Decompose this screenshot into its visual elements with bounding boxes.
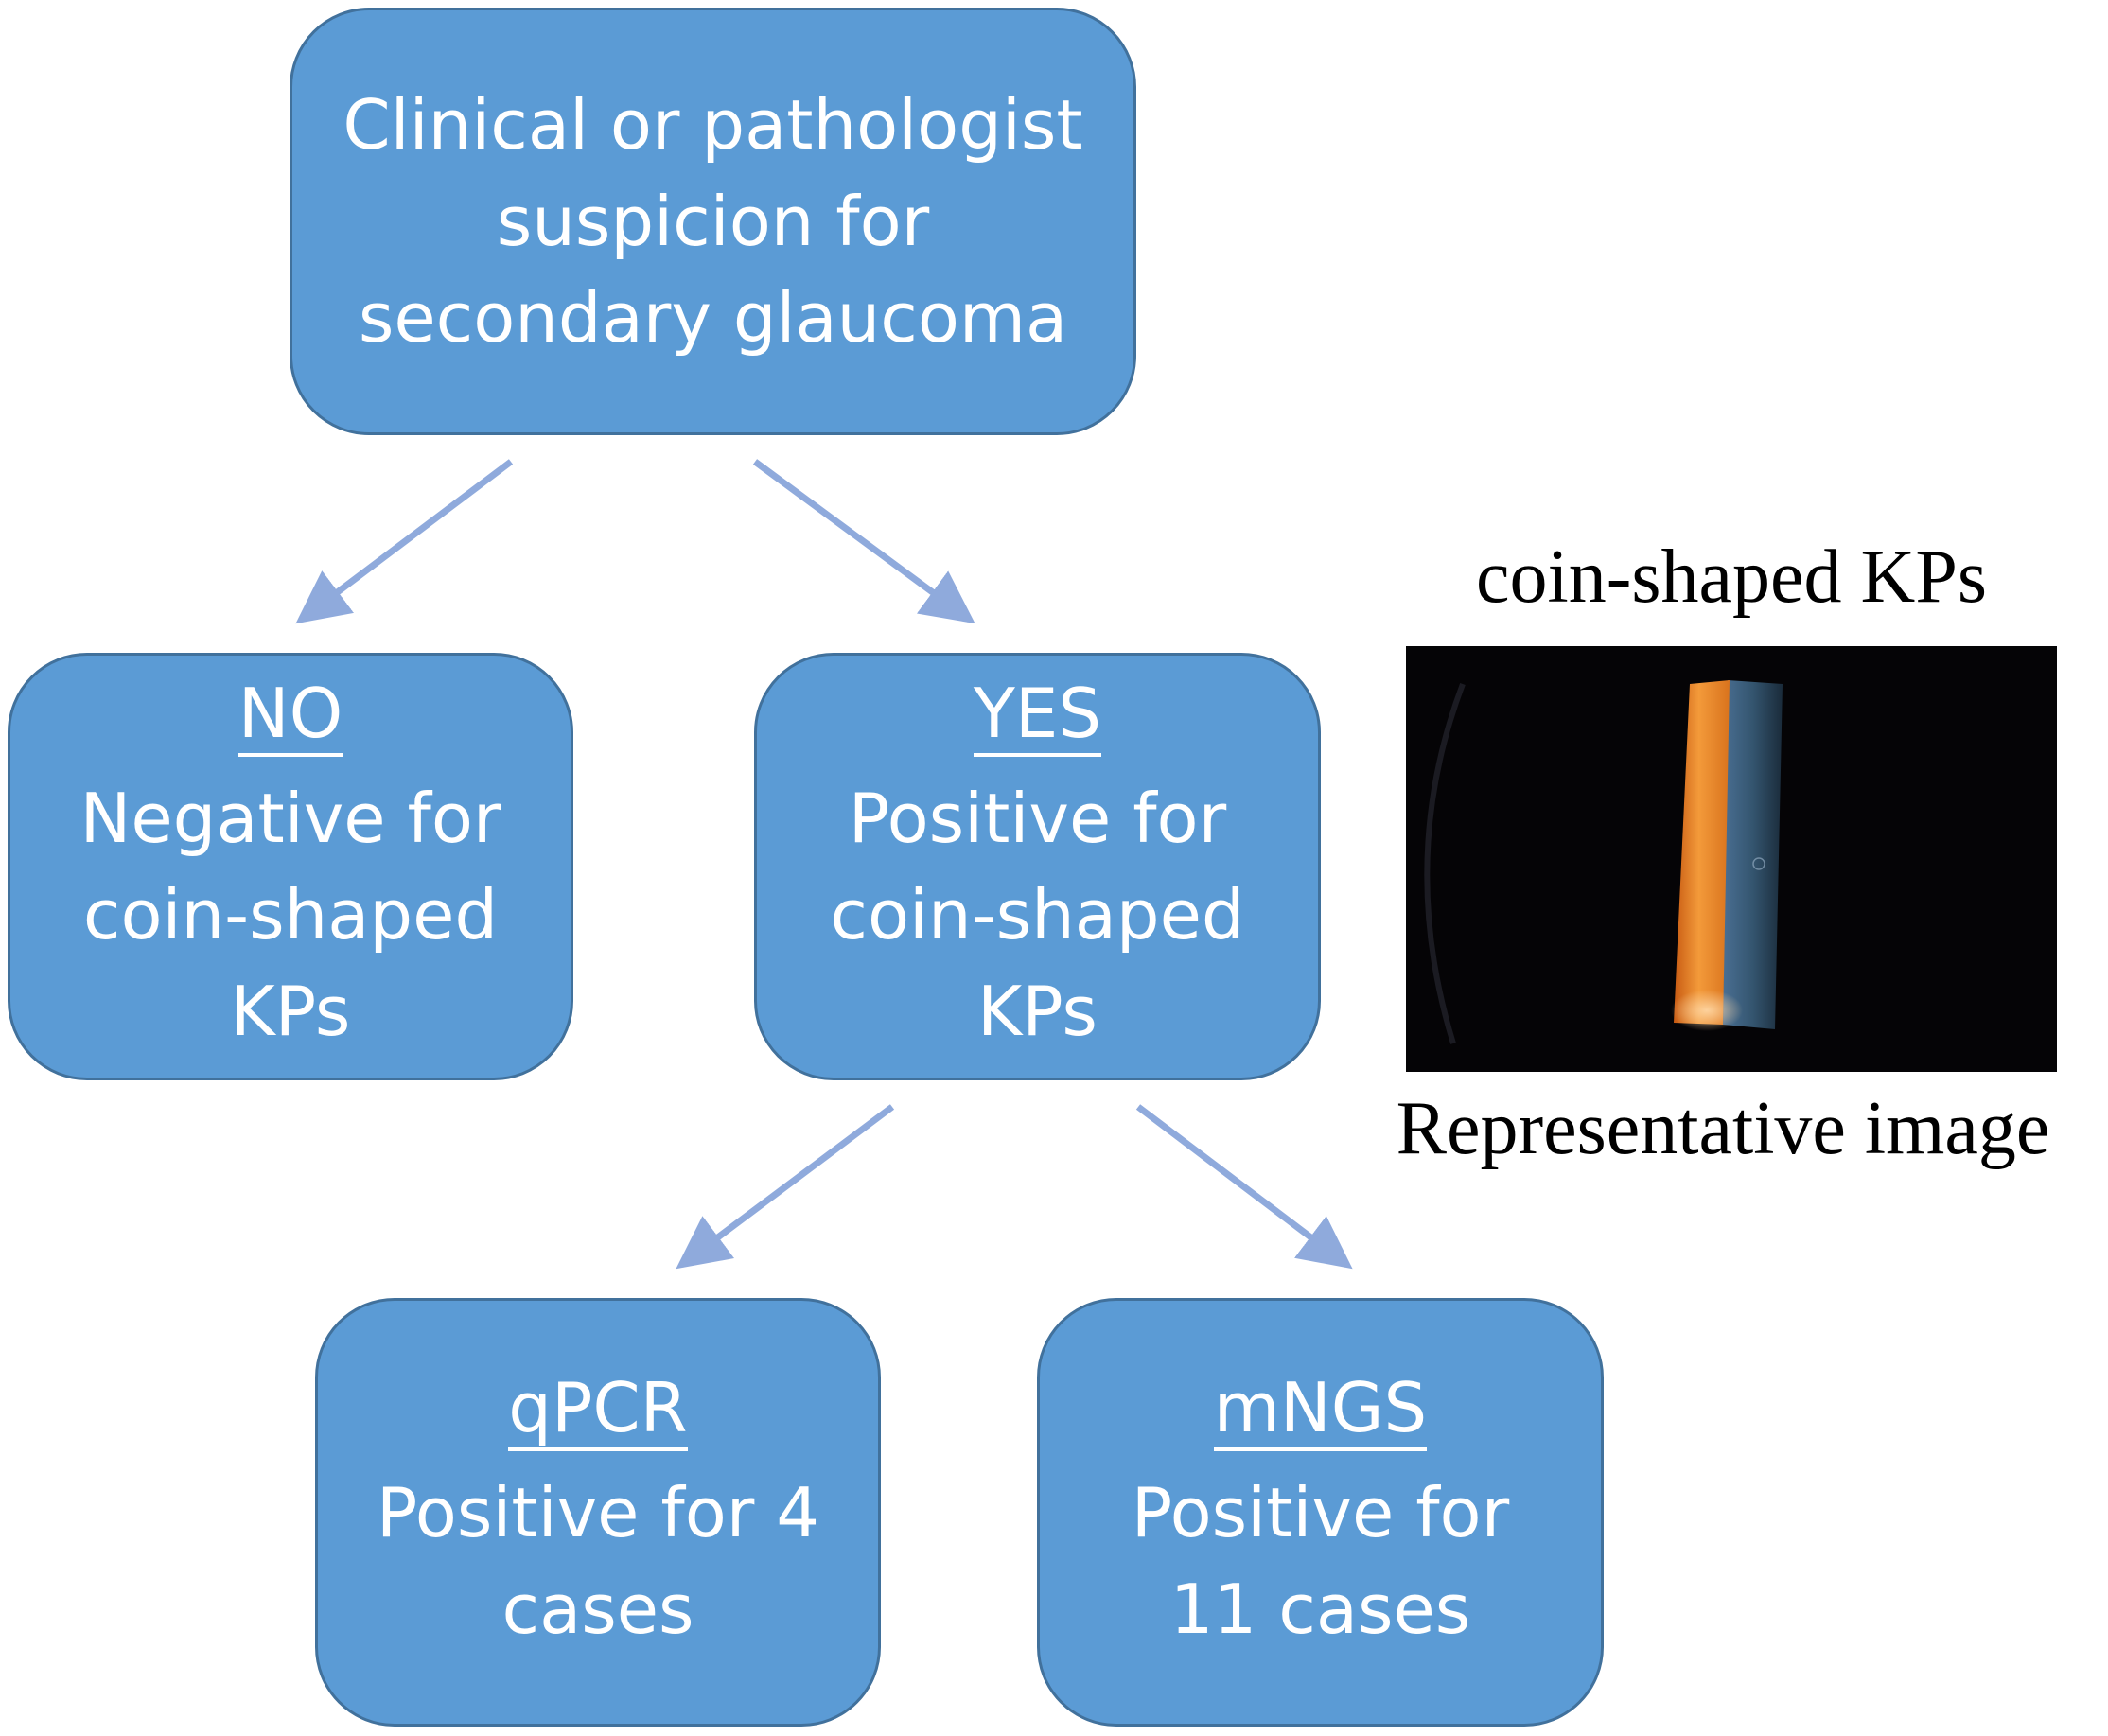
mngs-node-box: mNGS Positive for 11 cases xyxy=(1037,1298,1604,1727)
qpcr-node-box: qPCR Positive for 4 cases xyxy=(315,1298,881,1727)
no-line-2: coin-shaped xyxy=(82,875,499,955)
mngs-line-1: Positive for xyxy=(1131,1472,1510,1552)
photo-orange-slit-beam xyxy=(1674,680,1730,1025)
root-node-box: Clinical or pathologist suspicion for se… xyxy=(290,8,1136,435)
photo-blue-reflection xyxy=(1723,680,1783,1029)
image-caption: Representative image xyxy=(1396,1087,2050,1170)
photo-kp-dot xyxy=(1752,857,1765,870)
qpcr-line-1: Positive for 4 xyxy=(376,1472,820,1552)
no-node-box: NO Negative for coin-shaped KPs xyxy=(8,653,573,1080)
yes-line-3: KPs xyxy=(977,972,1098,1051)
qpcr-heading: qPCR xyxy=(508,1368,688,1451)
photo-corneal-arc xyxy=(1424,682,1466,1044)
no-heading: NO xyxy=(237,674,343,757)
qpcr-line-2: cases xyxy=(501,1569,694,1649)
photo-bottom-glow xyxy=(1671,990,1743,1031)
representative-slit-lamp-image xyxy=(1406,646,2057,1072)
root-line-1: Clinical or pathologist xyxy=(343,85,1083,165)
image-title: coin-shaped KPs xyxy=(1476,535,1987,619)
yes-heading: YES xyxy=(973,674,1102,757)
root-line-2: suspicion for xyxy=(496,182,930,261)
yes-line-1: Positive for xyxy=(848,779,1227,858)
arrow-yes-to-mngs xyxy=(1135,1104,1353,1270)
yes-node-box: YES Positive for coin-shaped KPs xyxy=(754,653,1321,1080)
arrow-root-to-no xyxy=(295,459,514,624)
mngs-heading: mNGS xyxy=(1213,1368,1428,1451)
no-line-1: Negative for xyxy=(79,779,501,858)
root-line-3: secondary glaucoma xyxy=(358,278,1068,358)
yes-line-2: coin-shaped xyxy=(830,875,1245,955)
arrow-yes-to-qpcr xyxy=(676,1104,895,1270)
no-line-3: KPs xyxy=(230,972,351,1051)
arrow-root-to-yes xyxy=(752,459,975,624)
mngs-line-2: 11 cases xyxy=(1169,1569,1471,1649)
